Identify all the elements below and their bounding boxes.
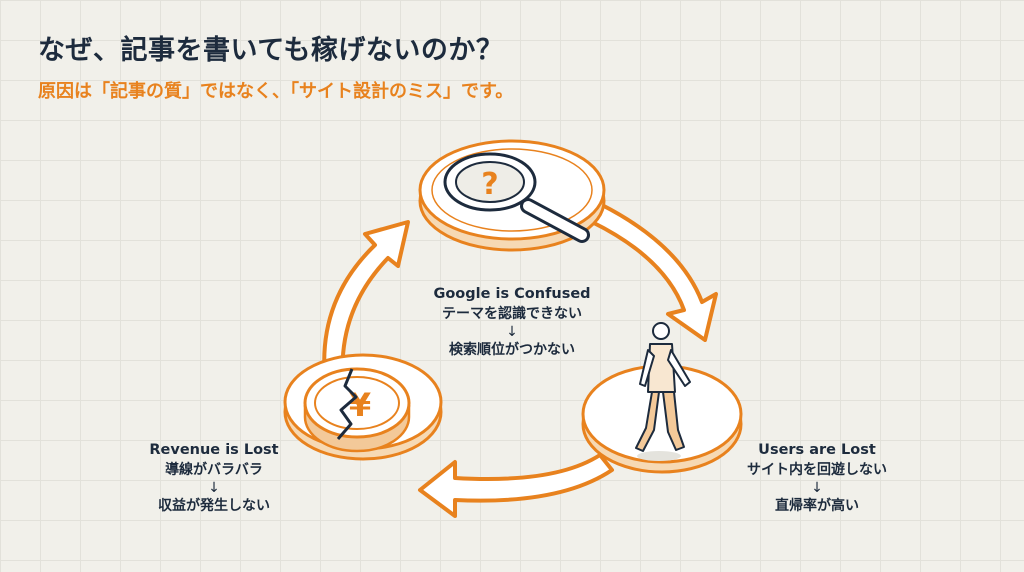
revenue-label: Revenue is Lost 導線がバラバラ ↓ 収益が発生しない bbox=[124, 440, 304, 516]
broken-yen-coin-icon: ¥ bbox=[303, 367, 411, 453]
users-effect: 直帰率が高い bbox=[775, 498, 859, 514]
users-title: Users are Lost bbox=[758, 442, 876, 458]
arrow-users-to-revenue bbox=[418, 453, 614, 518]
svg-text:?: ? bbox=[481, 167, 498, 202]
google-label: Google is Confused テーマを認識できない ↓ 検索順位がつかな… bbox=[412, 284, 612, 360]
google-effect: 検索順位がつかない bbox=[449, 342, 575, 358]
users-platform bbox=[581, 364, 743, 474]
users-cause: サイト内を回遊しない bbox=[747, 462, 887, 478]
revenue-cause: 導線がバラバラ bbox=[165, 462, 263, 478]
google-cause: テーマを認識できない bbox=[442, 306, 582, 322]
down-arrow-icon: ↓ bbox=[208, 480, 220, 496]
down-arrow-icon: ↓ bbox=[506, 324, 518, 340]
users-label: Users are Lost サイト内を回遊しない ↓ 直帰率が高い bbox=[722, 440, 912, 516]
walking-man-icon bbox=[635, 322, 691, 461]
arrow-google-to-users bbox=[590, 203, 718, 342]
google-title: Google is Confused bbox=[433, 286, 591, 302]
page-subtitle: 原因は「記事の質」ではなく、「サイト設計のミス」です。 bbox=[38, 81, 514, 102]
revenue-title: Revenue is Lost bbox=[149, 442, 279, 458]
revenue-effect: 収益が発生しない bbox=[158, 498, 270, 514]
down-arrow-icon: ↓ bbox=[811, 480, 823, 496]
magnifier-question-icon: ? bbox=[443, 152, 590, 243]
page-title: なぜ、記事を書いても稼げないのか？ bbox=[38, 35, 504, 66]
